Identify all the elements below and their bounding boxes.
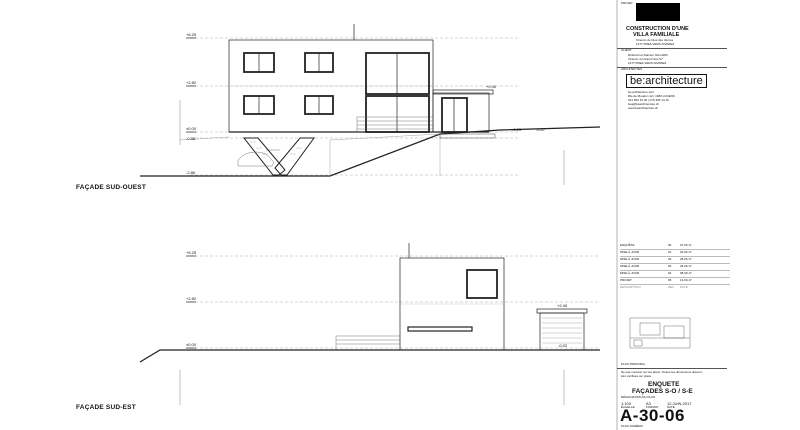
se-level-lines [190,255,600,349]
sw-marker-005: -0.05 [512,127,522,132]
client-line-2: Chemin du Grand Clos 57 [628,57,663,61]
plan-number-label: PLAN NUMÉRO [621,424,644,428]
architect-line-4: bea@bearchitecture.ch [628,102,660,106]
project-address-1: Chemin du Clos des Vernes [636,38,674,42]
sw-level-000: ±0.00 [186,126,196,131]
projet-label: PROJET [621,1,633,5]
redacted-block [636,3,680,21]
date-label: DATE [667,405,675,409]
se-level-282: +2.82 [186,296,197,301]
sw-v-columns [242,137,315,176]
note-line-2: être vérifiées sur place. [621,374,653,378]
sw-marker-037: -0.37 [536,127,546,132]
architect-line-3: 021 653 15 40 | 079 306 14 16 [628,98,669,102]
designation-label: DÉSIGNATION DU PLAN [621,395,656,399]
sw-level-286: -2.86 [186,170,196,175]
se-terrain [139,349,600,363]
sw-level-282: +2.82 [186,80,197,85]
architect-line-2: Rte de Moudon 12 | 1680 LUCENS [628,94,675,98]
sw-level-625: +6.25 [186,32,197,37]
architects-label: ARCHITECTES [621,67,643,71]
sw-level-ticks [186,37,196,133]
se-level-625: +6.25 [186,250,197,255]
architect-line-1: be:architecture sàrl [628,90,654,94]
format-label: FORMAT [646,405,659,409]
architect-line-5: www.bearchitecture.ch [628,106,659,110]
client-line-1: Déborah et Damien GILLARD [628,53,668,57]
project-address-2: 1477 PREZ-VERS-SIVIRIEZ [636,42,675,46]
project-title-2: VILLA FAMILIALE [633,32,680,38]
sw-view-label: FAÇADE SUD-OUEST [76,184,147,191]
scale-label: ÉCHELLE [621,405,635,409]
note-line-1: Ne pas mesurer sur les plans. Toutes les… [621,370,702,374]
sheet-title: FAÇADES S-O / S-E [632,388,693,395]
sw-terrain [140,126,601,177]
plan-principal-label: PLAN PRINCIPAL [621,362,646,366]
client-line-3: 1477 PREZ-VERS-SIVIRIEZ [628,61,667,65]
format-value: A3 [646,401,651,406]
se-marker-002: -0.02 [558,343,568,348]
se-level-000: ±0.00 [186,342,196,347]
sheet-number: A-30-06 [620,406,685,425]
sw-marker-040: +0.40 [486,84,497,89]
date-value: 12.JUIN.2017 [667,401,692,406]
architect-logo: be:architecture [626,74,707,88]
client-label: CLIENT [621,48,632,52]
sw-level-038: -0.38 [186,136,196,141]
phase: ENQUETE [648,381,680,388]
sw-level-lines [190,37,520,176]
se-view-label: FAÇADE SUD-EST [76,404,136,411]
scale-value: 1:100 [621,401,632,406]
se-marker-240: +2.40 [557,303,568,308]
project-title-1: CONSTRUCTION D'UNE [626,26,689,32]
key-plan [629,317,691,349]
